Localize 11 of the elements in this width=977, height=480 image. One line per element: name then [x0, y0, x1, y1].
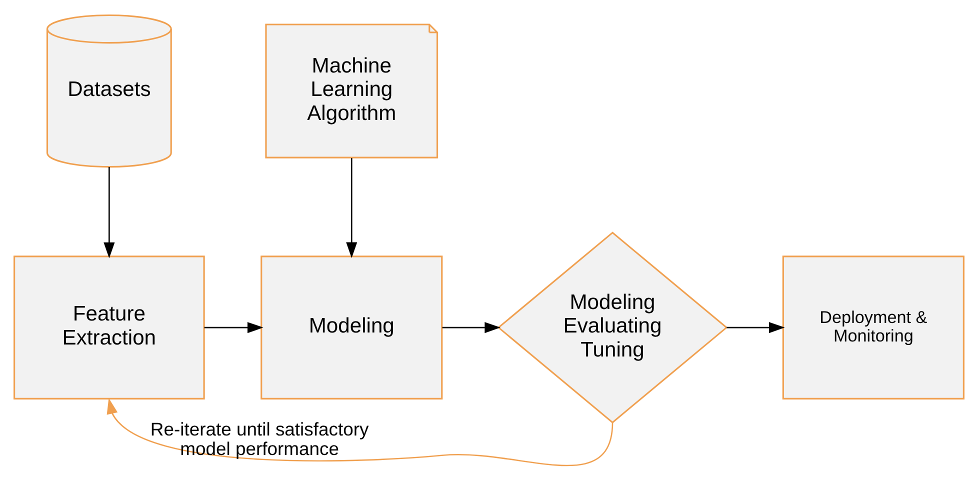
node-box: Modeling: [260, 255, 442, 399]
arrow: [106, 398, 613, 466]
node-diamond: Modeling Evaluating Tuning: [496, 231, 728, 423]
arrow: [726, 322, 784, 333]
arrow: [103, 166, 114, 258]
arrow: [204, 322, 263, 333]
edge-label: Re-iterate until satisfactory model performance: [150, 418, 368, 459]
node-box: Deployment & Monitoring: [782, 255, 964, 399]
arrow: [442, 322, 500, 333]
node-box: Feature Extraction: [13, 255, 204, 399]
arrow: [346, 158, 357, 258]
